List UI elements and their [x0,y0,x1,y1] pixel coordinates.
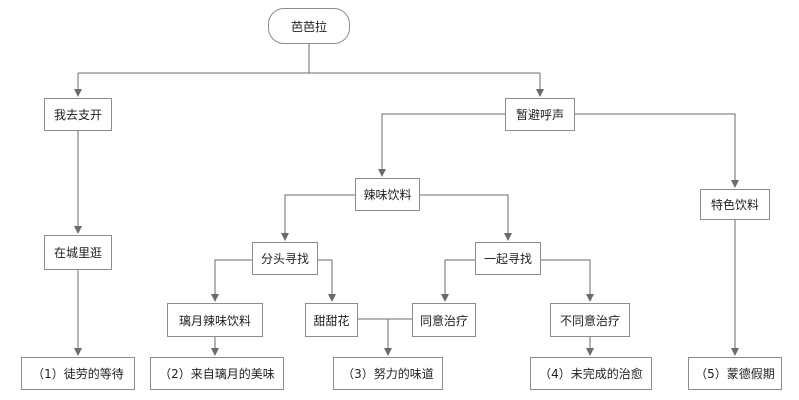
ending-1: （1）徒劳的等待 [21,357,135,390]
ending-2: （2）来自璃月的美味 [150,357,284,390]
node-search-together: 一起寻找 [475,242,541,275]
node-search-separately: 分头寻找 [252,242,318,275]
ending-3: （3）努力的味道 [333,357,443,390]
ending-5: （5）蒙德假期 [688,357,782,390]
node-wander-city: 在城里逛 [44,235,112,270]
node-sweet-flower: 甜甜花 [305,303,358,337]
root-node: 芭芭拉 [268,8,350,44]
node-disagree-treatment: 不同意治疗 [550,303,630,337]
ending-4: （4）未完成的治愈 [530,357,652,390]
node-liyue-spicy-drink: 璃月辣味饮料 [167,303,263,337]
node-avoid: 暂避呼声 [505,98,575,131]
node-spicy-drink: 辣味饮料 [355,178,420,211]
node-agree-treatment: 同意治疗 [412,303,476,337]
node-special-drink: 特色饮料 [700,189,770,220]
node-distract: 我去支开 [44,98,112,131]
